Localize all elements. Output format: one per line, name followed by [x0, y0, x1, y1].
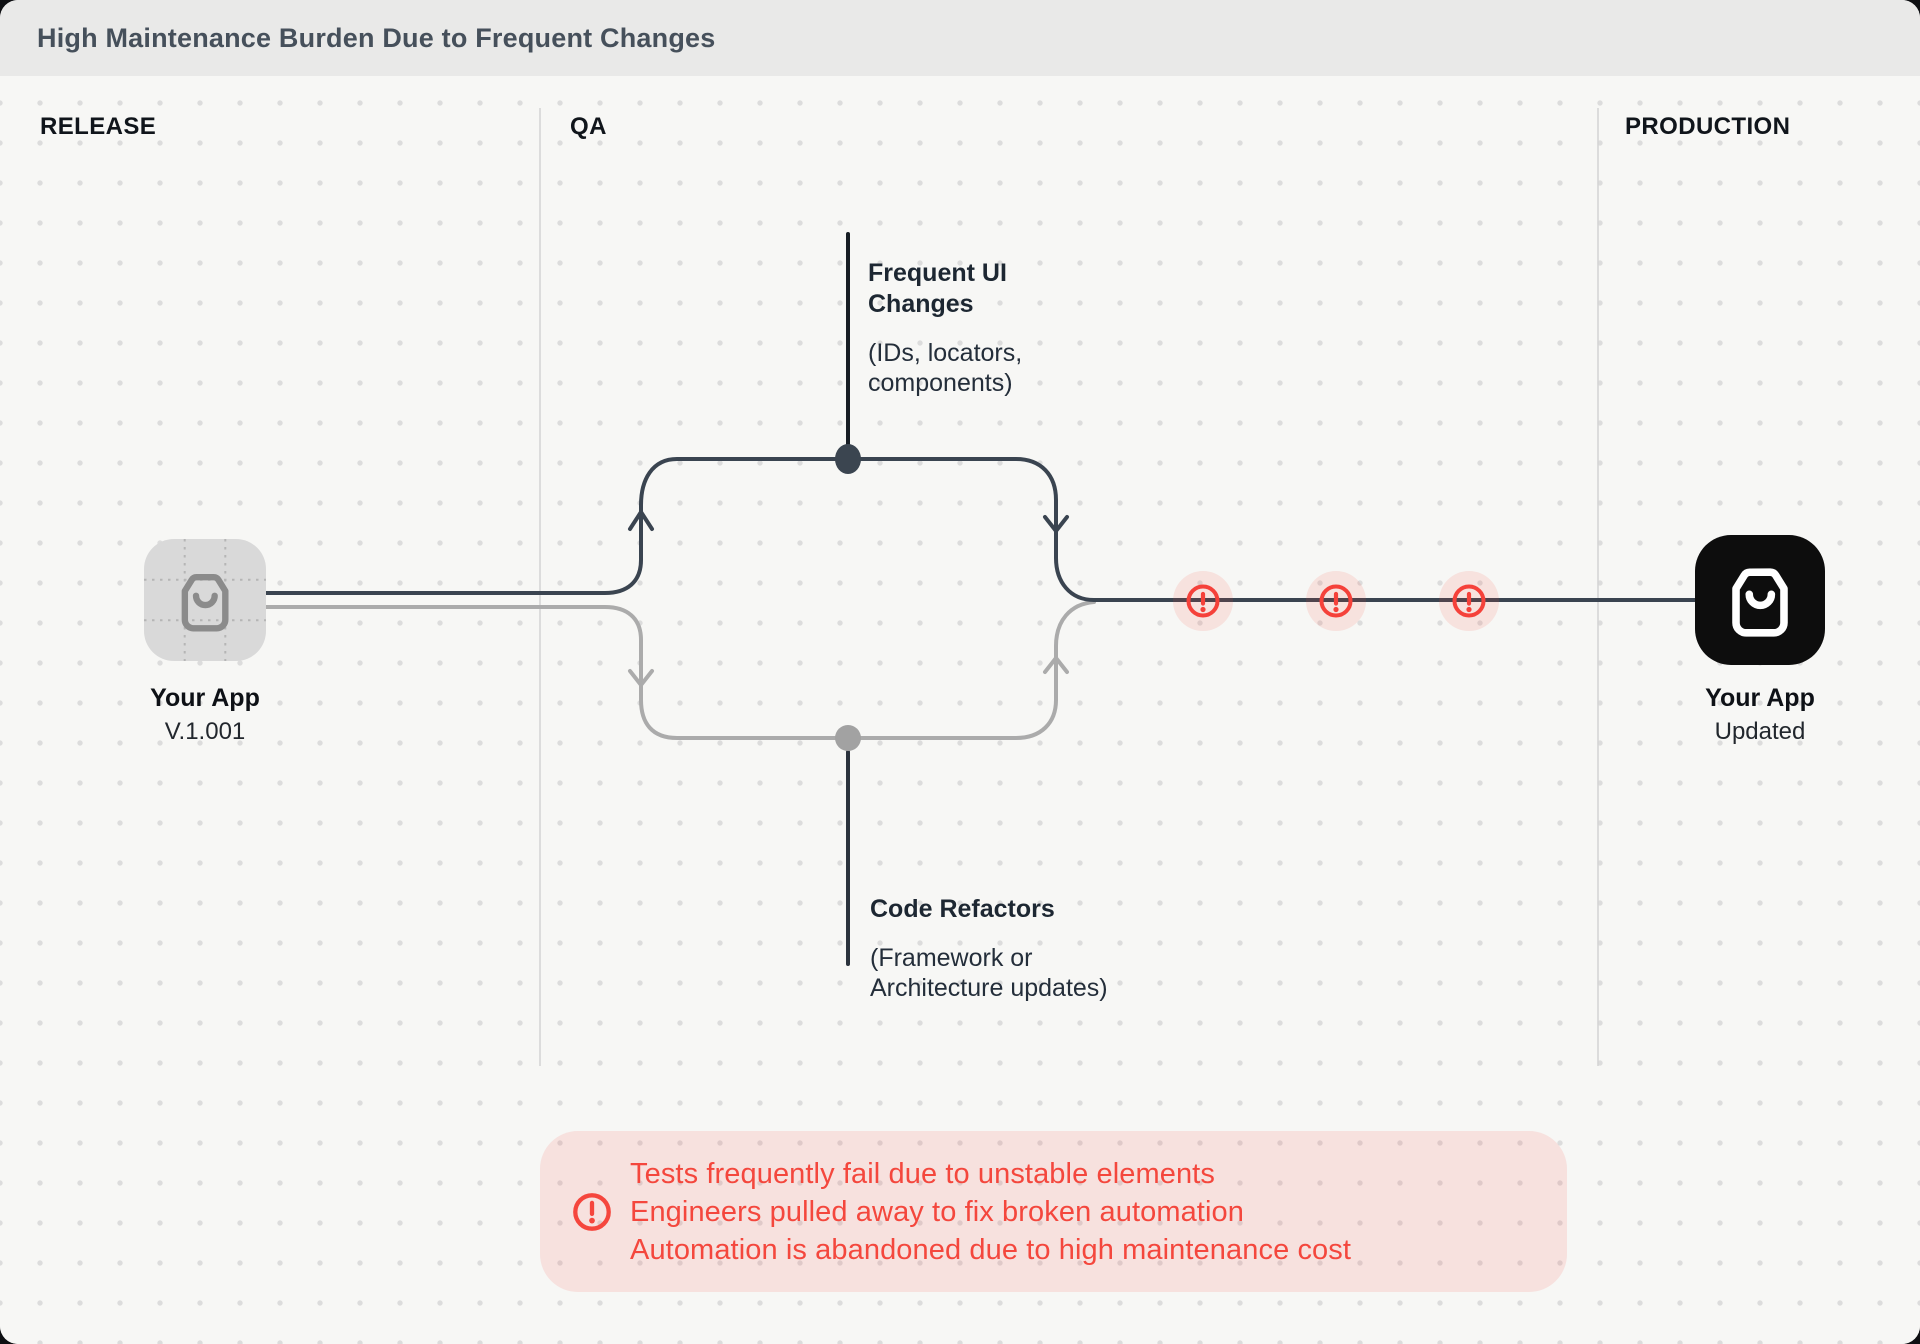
production-app-caption: Your App Updated	[1705, 682, 1815, 748]
release-app-title: Your App	[150, 684, 260, 712]
production-app-node	[1695, 535, 1825, 665]
exclamation-circle-icon	[1306, 571, 1366, 631]
header-bar: High Maintenance Burden Due to Frequent …	[0, 0, 1920, 76]
exclamation-circle-icon	[1439, 571, 1499, 631]
flow-path-dark-loop	[264, 457, 1697, 602]
release-app-version: V.1.001	[164, 718, 246, 745]
release-app-caption: Your App V.1.001	[150, 682, 260, 748]
top-annotation-connector	[835, 232, 861, 474]
branch-node-dark	[835, 444, 861, 474]
arrow-up-icon	[628, 510, 654, 531]
arrow-down-icon	[1043, 515, 1069, 533]
alert-box: Tests frequently fail due to unstable el…	[540, 1131, 1567, 1292]
arrow-up-icon	[1043, 656, 1069, 674]
alert-text: Tests frequently fail due to unstable el…	[630, 1155, 1351, 1269]
column-label-qa: QA	[570, 113, 607, 140]
column-label-production: PRODUCTION	[1625, 113, 1791, 140]
alert-line: Engineers pulled away to fix broken auto…	[630, 1195, 1244, 1228]
branch-node-gray	[835, 725, 861, 751]
release-app-node	[144, 539, 266, 661]
flow-path-gray-loop	[264, 600, 1096, 740]
warning-markers	[1173, 571, 1499, 631]
page-title: High Maintenance Burden Due to Frequent …	[37, 23, 716, 53]
exclamation-circle-icon	[573, 1192, 611, 1231]
annotation-detail: (IDs, locators, components)	[868, 339, 1023, 397]
annotation-frequent-ui-changes: Frequent UI Changes (IDs, locators, comp…	[868, 240, 1098, 416]
column-separators	[539, 108, 1599, 1066]
alert-line: Tests frequently fail due to unstable el…	[630, 1157, 1215, 1190]
annotation-detail: (Framework or Architecture updates)	[870, 944, 1108, 1002]
production-app-version: Updated	[1714, 718, 1806, 745]
production-app-title: Your App	[1705, 684, 1815, 712]
diagram-canvas	[0, 76, 1920, 1344]
bottom-annotation-connector	[835, 725, 861, 966]
annotation-title: Code Refactors	[870, 895, 1055, 923]
annotation-title: Frequent UI Changes	[868, 259, 1007, 318]
annotation-code-refactors: Code Refactors (Framework or Architectur…	[870, 876, 1180, 1021]
column-label-release: RELEASE	[40, 113, 157, 140]
arrow-down-icon	[628, 669, 654, 687]
exclamation-circle-icon	[1173, 571, 1233, 631]
alert-line: Automation is abandoned due to high main…	[630, 1233, 1352, 1266]
